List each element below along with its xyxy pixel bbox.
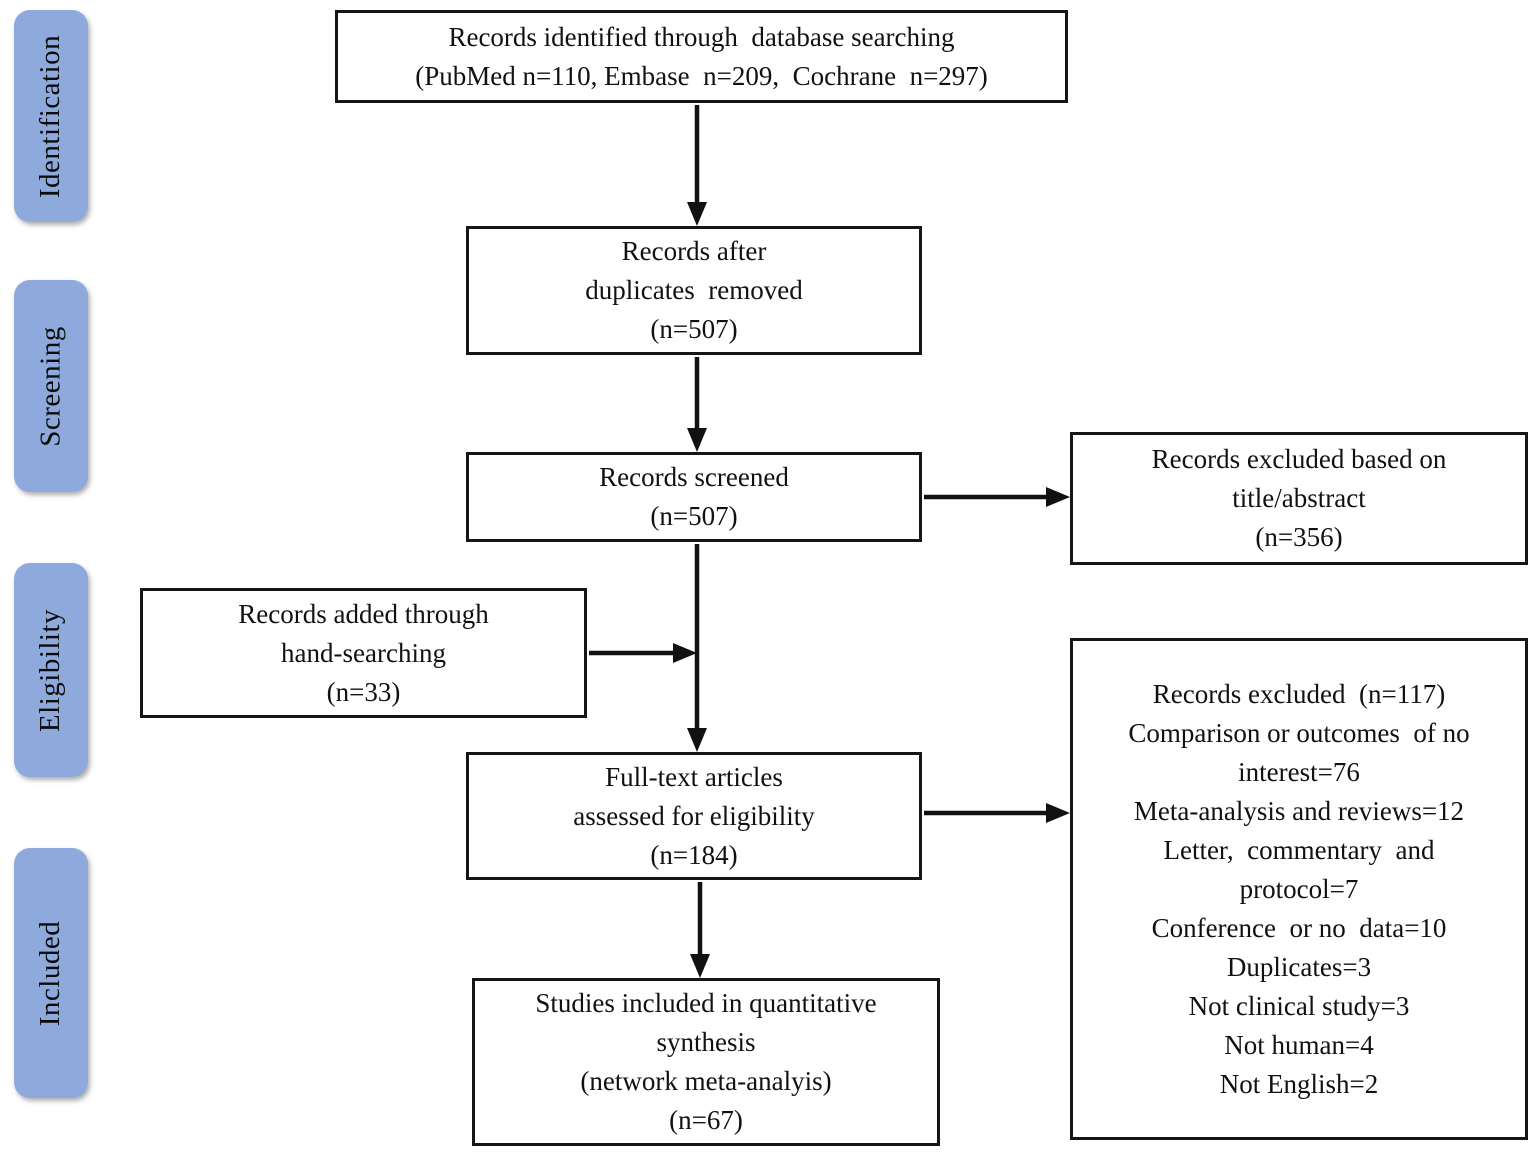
- arrow-handsearch-to-flow-icon: [589, 643, 697, 663]
- box-text-line: (PubMed n=110, Embase n=209, Cochrane n=…: [415, 60, 988, 91]
- box-text-line: (n=184): [650, 839, 738, 870]
- box-text-line: Records added through: [238, 598, 489, 629]
- box-text-line: synthesis: [656, 1027, 756, 1057]
- box-text-line: Letter, commentary and: [1163, 834, 1435, 865]
- stage-label-eligibility: Eligibility: [34, 608, 67, 732]
- box-text-line: Studies included in quantitative: [535, 988, 877, 1018]
- stage-badge-identification: Identification: [14, 10, 88, 222]
- stage-label-screening: Screening: [34, 325, 67, 447]
- box-text-line: (n=356): [1255, 522, 1343, 552]
- box-text-line: (n=67): [669, 1105, 743, 1135]
- stage-badge-included: Included: [14, 848, 88, 1098]
- box-records-hand-search: Records added through hand-searching (n=…: [140, 588, 587, 718]
- arrow-fulltext-to-included-icon: [690, 882, 710, 978]
- stage-label-included: Included: [34, 920, 67, 1026]
- box-text-line: Records excluded (n=117): [1152, 678, 1446, 709]
- arrow-screened-to-fulltext-icon: [687, 544, 707, 752]
- arrow-screened-to-excluded-icon: [924, 487, 1070, 507]
- box-text-line: duplicates removed: [585, 275, 803, 305]
- box-text-line: Records screened: [599, 462, 789, 492]
- box-records-after-duplicates: Records after duplicates removed (n=507): [466, 226, 922, 355]
- box-excluded-full-text: Records excluded (n=117) Comparison or o…: [1070, 638, 1528, 1140]
- box-text-line: (network meta-analyis): [580, 1066, 832, 1096]
- box-text-line: title/abstract: [1232, 483, 1366, 513]
- box-text-line: Comparison or outcomes of no: [1128, 717, 1470, 748]
- box-records-identified: Records identified through database sear…: [335, 10, 1068, 103]
- stage-label-identification: Identification: [34, 34, 67, 198]
- box-text-line: Duplicates=3: [1226, 951, 1372, 982]
- box-text-line: (n=33): [326, 676, 401, 707]
- box-text-line: Not clinical study=3: [1188, 990, 1410, 1021]
- box-full-text-assessed: Full-text articles assessed for eligibil…: [466, 752, 922, 880]
- box-studies-included: Studies included in quantitative synthes…: [472, 978, 940, 1146]
- box-text-line: protocol=7: [1239, 873, 1359, 904]
- box-text-line: (n=507): [650, 314, 738, 344]
- box-text-line: Records identified through database sear…: [448, 21, 955, 52]
- box-text-line: assessed for eligibility: [573, 800, 815, 831]
- arrow-duplicates-to-screened-icon: [687, 357, 707, 452]
- box-excluded-title-abstract: Records excluded based on title/abstract…: [1070, 432, 1528, 565]
- box-text-line: Records after: [621, 236, 767, 266]
- box-text-line: interest=76: [1238, 756, 1360, 787]
- box-text-line: Full-text articles: [605, 761, 783, 792]
- stage-badge-screening: Screening: [14, 280, 88, 492]
- arrow-fulltext-to-excluded-icon: [924, 803, 1070, 823]
- box-text-line: (n=507): [650, 501, 738, 531]
- box-records-screened: Records screened (n=507): [466, 452, 922, 542]
- stage-badge-eligibility: Eligibility: [14, 563, 88, 777]
- arrow-identified-to-duplicates-icon: [687, 105, 707, 226]
- box-text-line: Conference or no data=10: [1151, 912, 1447, 943]
- box-text-line: Records excluded based on: [1151, 444, 1447, 474]
- box-text-line: Meta-analysis and reviews=12: [1133, 795, 1465, 826]
- box-text-line: hand-searching: [281, 637, 446, 668]
- box-text-line: Not English=2: [1219, 1068, 1379, 1099]
- box-text-line: Not human=4: [1224, 1029, 1374, 1060]
